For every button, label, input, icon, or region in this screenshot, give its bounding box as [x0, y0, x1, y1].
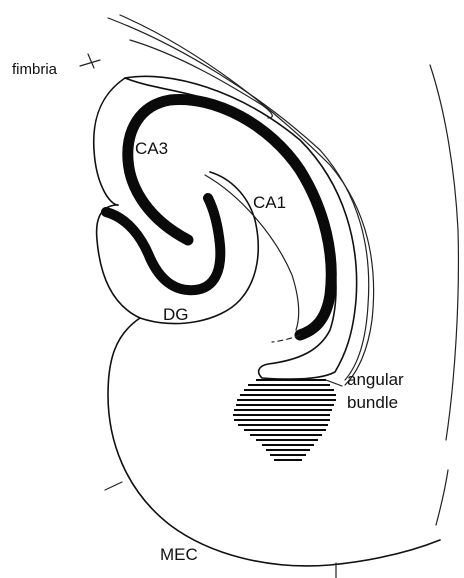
fimbria-tick — [88, 54, 94, 68]
label-bundle: bundle — [347, 393, 398, 412]
fimbria-pointer — [80, 60, 100, 66]
right-boundary-stub — [436, 470, 448, 525]
label-ca1: CA1 — [253, 193, 286, 212]
dg-granule-layer — [106, 198, 220, 290]
mec-tick-left — [105, 482, 122, 490]
label-dg: DG — [163, 305, 189, 324]
right-boundary-line — [430, 65, 458, 440]
label-angular: angular — [347, 370, 404, 389]
entorhinal-outline — [108, 318, 440, 566]
label-fimbria: fimbria — [12, 61, 58, 78]
angular-bundle-hatch — [233, 380, 336, 460]
label-ca3: CA3 — [135, 139, 168, 158]
label-mec: MEC — [160, 545, 198, 564]
hippocampus-outer-outline — [94, 78, 125, 205]
ca-pyramidal-layer — [128, 99, 331, 335]
dg-lobe-outline — [97, 172, 259, 324]
